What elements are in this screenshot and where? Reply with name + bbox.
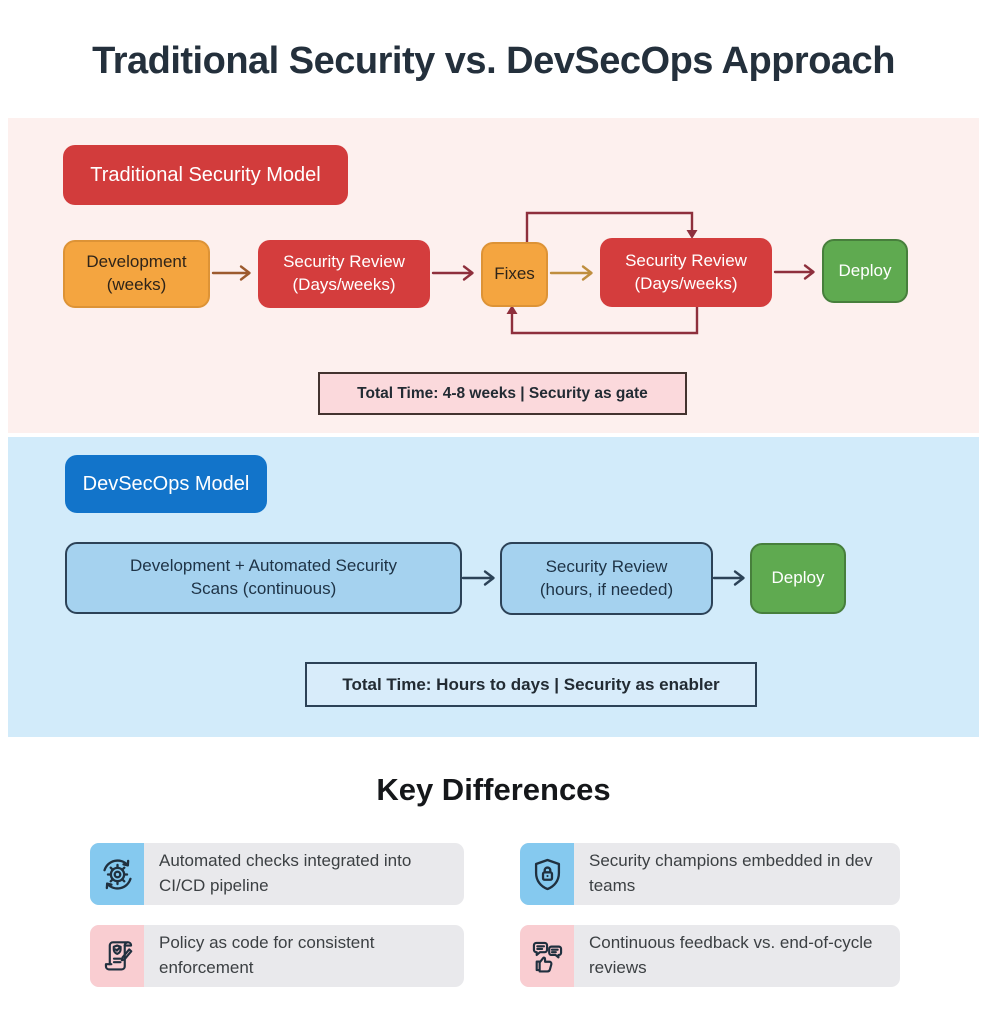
node-label-line2: (hours, if needed) (539, 579, 674, 599)
node-label-line1: Deploy (771, 568, 825, 588)
node-label-line2: (Days/weeks) (292, 275, 396, 294)
traditional-model-badge: Traditional Security Model (63, 145, 348, 205)
devsecops-model-badge: DevSecOps Model (65, 455, 267, 513)
devsecops-section: DevSecOps Model Development + Automated … (8, 437, 979, 737)
node-security-review-devsecops: Security Review (hours, if needed) (500, 542, 713, 615)
node-security-review-1: Security Review (Days/weeks) (258, 240, 430, 308)
node-dev-automated-scans: Development + Automated Security Scans (… (65, 542, 462, 614)
node-label-line2: Scans (continuous) (190, 579, 337, 598)
node-deploy-devsecops: Deploy (750, 543, 846, 614)
flow-arrow (773, 264, 815, 280)
key-difference-card-automated-checks: Automated checks integrated into CI/CD p… (90, 843, 464, 905)
node-label-line1: Security Review (625, 250, 747, 270)
feedback-chat-icon (532, 941, 562, 973)
page-title: Traditional Security vs. DevSecOps Appro… (92, 40, 895, 82)
key-difference-text: Continuous feedback vs. end-of-cycle rev… (589, 933, 873, 977)
node-label-line1: Security Review (283, 252, 405, 272)
shield-lock-icon (534, 858, 560, 890)
node-label-line1: Development (86, 252, 187, 272)
flow-arrow (712, 570, 745, 586)
node-label-line2: (Days/weeks) (634, 273, 738, 293)
traditional-total-time-badge: Total Time: 4-8 weeks | Security as gate (318, 372, 687, 415)
node-label-line2: (weeks) (106, 275, 167, 294)
flow-arrow (549, 265, 593, 281)
key-difference-text: Security champions embedded in dev teams (589, 851, 873, 895)
traditional-section: Traditional Security Model Development (… (8, 118, 979, 433)
flow-arrow (431, 265, 474, 281)
flow-arrow (211, 265, 251, 281)
key-difference-card-security-champions: Security champions embedded in dev teams (520, 843, 900, 905)
key-differences-heading: Key Differences (376, 772, 611, 807)
policy-scroll-icon (104, 940, 132, 971)
key-difference-text: Policy as code for consistent enforcemen… (159, 933, 375, 977)
key-difference-text: Automated checks integrated into CI/CD p… (159, 851, 412, 895)
icon-tile (520, 925, 574, 987)
flow-arrow (461, 570, 495, 586)
icon-tile (90, 843, 144, 905)
key-difference-card-continuous-feedback: Continuous feedback vs. end-of-cycle rev… (520, 925, 900, 987)
automation-gear-icon (102, 858, 132, 890)
node-label-line1: Deploy (838, 260, 892, 280)
node-fixes: Fixes (481, 242, 548, 307)
key-difference-card-policy-as-code: Policy as code for consistent enforcemen… (90, 925, 464, 987)
icon-tile (90, 925, 144, 987)
node-development: Development (weeks) (63, 240, 210, 308)
node-label-line1: Security Review (545, 556, 668, 576)
feedback-loop-arrows (506, 211, 699, 335)
node-deploy-traditional: Deploy (822, 239, 908, 303)
devsecops-total-time-badge: Total Time: Hours to days | Security as … (305, 662, 757, 707)
icon-tile (520, 843, 574, 905)
node-label-line1: Fixes (494, 264, 535, 284)
node-label-line1: Development + Automated Security (130, 556, 397, 576)
node-security-review-2: Security Review (Days/weeks) (600, 238, 772, 307)
